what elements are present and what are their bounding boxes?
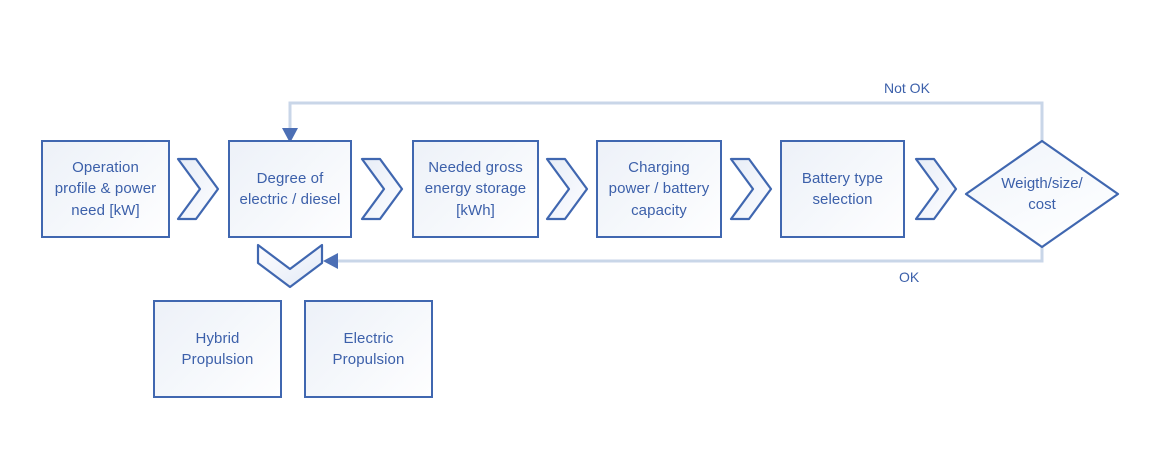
process-box-needed-gross-energy-storage[interactable]: Needed gross energy storage [kWh] (412, 140, 539, 238)
chevron-right-icon-5 (914, 157, 958, 221)
chevron-right-icon-3 (545, 157, 589, 221)
outcome-box-hybrid-propulsion[interactable]: Hybrid Propulsion (153, 300, 282, 398)
edge-label-ok: OK (899, 269, 920, 285)
process-box-charging-power-battery-capacity[interactable]: Charging power / battery capacity (596, 140, 722, 238)
chevron-right-icon-1 (176, 157, 220, 221)
process-box-operation-profile[interactable]: Operation profile & power need [kW] (41, 140, 170, 238)
chevron-down-icon (256, 243, 324, 289)
chevron-right-icon-2 (360, 157, 404, 221)
outcome-box-electric-propulsion[interactable]: Electric Propulsion (304, 300, 433, 398)
process-box-degree-electric-diesel[interactable]: Degree of electric / diesel (228, 140, 352, 238)
edge-label-not-ok: Not OK (884, 80, 930, 96)
decision-label-weight-size-cost: Weigth/size/ cost (1001, 174, 1083, 213)
process-box-battery-type-selection[interactable]: Battery type selection (780, 140, 905, 238)
chevron-right-icon-4 (729, 157, 773, 221)
